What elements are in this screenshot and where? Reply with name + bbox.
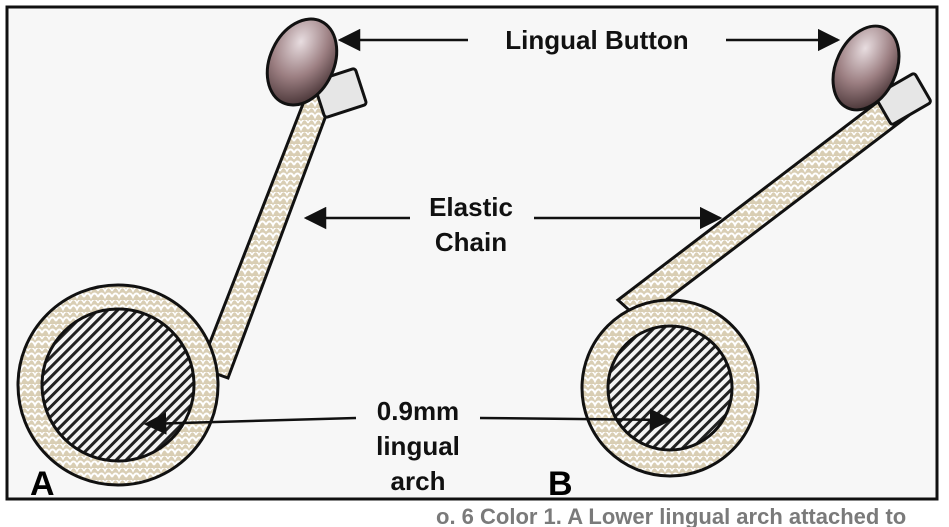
lingual-arch-wire-b (606, 324, 734, 452)
panel-b-illustration (580, 24, 932, 478)
arrow-arch-left (143, 412, 357, 435)
label-arch-line2: lingual (376, 431, 460, 461)
lingual-button-b (831, 24, 901, 112)
label-arch-line1: 0.9mm (377, 396, 459, 426)
label-elastic-chain-line2: Chain (435, 227, 507, 257)
button-hook-b (874, 72, 932, 126)
lingual-button-a (265, 17, 339, 107)
caption-fragment: o. 6 Color 1. A Lower lingual arch attac… (436, 504, 906, 527)
label-elastic-chain-line1: Elastic (429, 192, 513, 222)
panel-label-a: A (30, 465, 55, 503)
arrow-arch-right (479, 408, 673, 432)
panel-label-b: B (548, 465, 573, 503)
label-lingual-button: Lingual Button (505, 25, 688, 55)
label-arch-line3: arch (391, 466, 446, 496)
lingual-arch-wire-a (40, 307, 196, 463)
